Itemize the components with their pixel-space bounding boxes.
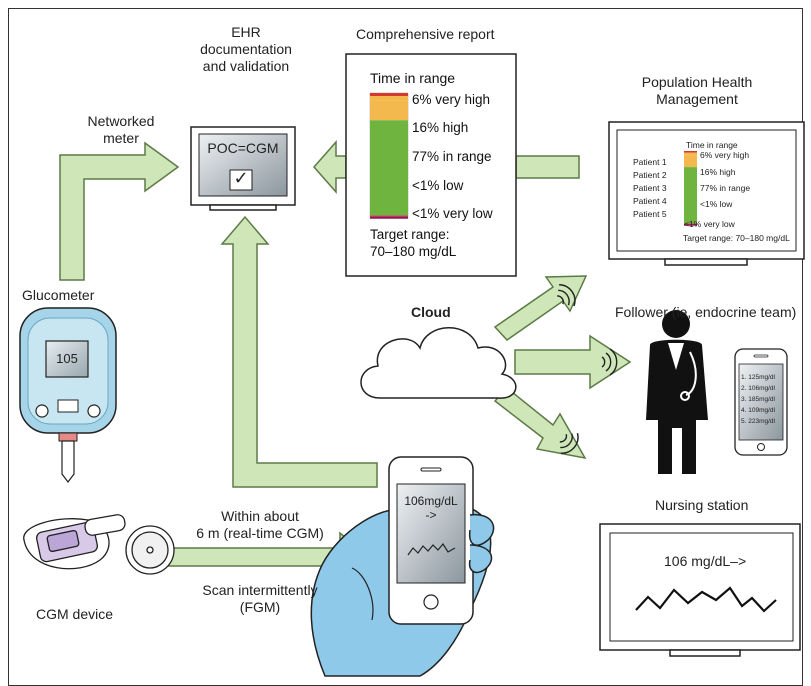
networked-meter-label: Networked meter	[76, 113, 166, 147]
nursing-monitor	[599, 523, 801, 657]
population-bar-segment	[684, 224, 697, 226]
nursing-station-label: Nursing station	[655, 497, 749, 513]
networked-meter-line1: Networked	[87, 113, 155, 129]
ehr-screen-text: POC=CGM	[207, 140, 279, 156]
population-row-label: 16% high	[700, 167, 736, 177]
population-bar-segment	[684, 151, 697, 156]
networked-meter-line2: meter	[103, 129, 139, 146]
wifi-icon	[557, 284, 576, 307]
wifi-icon	[559, 433, 579, 454]
population-patient-label: Patient 5	[633, 209, 667, 219]
scan-line1: Scan intermittently	[202, 582, 318, 598]
cloud-label: Cloud	[411, 304, 451, 320]
population-patient-label: Patient 4	[633, 196, 667, 206]
report-row-label: <1% very low	[412, 206, 493, 221]
follower-list-item: 2. 106mg/dl	[741, 385, 775, 392]
follower-list-item: 5. 223mg/dl	[741, 418, 775, 425]
arrow-cloud-to-nursing	[493, 386, 587, 460]
arrow-phone-to-ehr	[220, 215, 378, 488]
follower-phone-list: 1. 125mg/dl 2. 106mg/dl 3. 185mg/dl 4. 109m…	[741, 372, 775, 427]
cgm-device-icon	[23, 514, 175, 575]
nursing-glucose-trace	[635, 586, 777, 613]
report-bar-veryhigh-stripe	[370, 93, 408, 96]
follower-label: Follower (ie, endocrine team)	[615, 304, 797, 320]
scan-label: Scan intermittently (FGM)	[185, 582, 335, 616]
report-row-label: 16% high	[412, 120, 469, 135]
population-row-label: 6% very high	[700, 150, 750, 160]
ehr-label: EHR documentation and validation	[196, 24, 296, 74]
report-card	[345, 53, 517, 277]
population-row-label: <1% low	[700, 199, 733, 209]
population-line2: Management	[656, 90, 738, 107]
ehr-label-line3: and validation	[202, 57, 290, 74]
phone-trend-arrow: ->	[425, 508, 437, 522]
ehr-label-line2: documentation	[200, 40, 292, 57]
report-bar-segment	[370, 216, 408, 219]
ehr-monitor	[190, 126, 296, 211]
phone-reading: 106mg/dL	[404, 494, 458, 508]
arrow-cloud-to-follower	[514, 334, 632, 390]
follower-list-item: 4. 109mg/dl	[741, 407, 775, 414]
report-title: Time in range	[370, 70, 456, 86]
cgm-device-label: CGM device	[36, 606, 114, 622]
check-icon: ✓	[233, 168, 249, 188]
population-stacked-bar	[684, 151, 697, 226]
population-target: Target range: 70–180 mg/dL	[683, 233, 790, 243]
report-bar-segment	[370, 93, 408, 101]
population-line1: Population Health	[641, 74, 753, 90]
report-target-line1: Target range:	[370, 227, 450, 242]
glucometer-icon	[19, 307, 117, 483]
population-bar-veryhigh-stripe	[684, 151, 697, 153]
connector-population-to-report	[515, 155, 580, 179]
population-patient-label: Patient 3	[633, 183, 667, 193]
report-bar-segment	[370, 120, 408, 216]
population-bar-segment	[684, 167, 697, 224]
report-target-line2: 70–180 mg/dL	[370, 244, 457, 259]
population-health-label: Population Health Management	[612, 74, 782, 108]
population-bar-segment	[684, 155, 697, 168]
population-monitor	[608, 121, 805, 266]
comprehensive-report-label: Comprehensive report	[356, 26, 495, 42]
hand-with-phone	[310, 456, 495, 677]
glucometer-label: Glucometer	[22, 287, 95, 303]
follower-phone	[734, 348, 788, 456]
scan-line2: (FGM)	[239, 598, 281, 615]
cloud-icon	[360, 327, 517, 399]
population-row-label: 77% in range	[700, 183, 751, 193]
within-label: Within about 6 m (real-time CGM)	[185, 508, 335, 542]
arrow-cloud-to-population	[493, 275, 588, 341]
nursing-reading: 106 mg/dL–>	[664, 553, 747, 569]
population-report-title: Time in range	[686, 140, 738, 150]
follower-list-item: 1. 125mg/dl	[741, 374, 775, 381]
within-line1: Within about	[221, 508, 299, 524]
phone-glucose-trace	[407, 542, 456, 556]
report-bar-segment	[370, 100, 408, 121]
ehr-label-line1: EHR	[231, 24, 261, 40]
population-patient-label: Patient 1	[633, 157, 667, 167]
population-row-label: <1% very low	[684, 219, 735, 229]
report-row-label: 77% in range	[412, 149, 492, 164]
within-line2: 6 m (real-time CGM)	[196, 524, 324, 541]
doctor-icon	[646, 310, 708, 474]
report-bar-segment	[370, 215, 408, 218]
wifi-icon	[601, 348, 618, 376]
report-row-label: 6% very high	[412, 92, 491, 107]
population-patient-label: Patient 2	[633, 170, 667, 180]
glucometer-reading: 105	[56, 351, 78, 366]
report-stacked-bar	[370, 93, 408, 219]
report-row-label: <1% low	[412, 178, 464, 193]
follower-list-item: 3. 185mg/dl	[741, 396, 775, 403]
arrow-glucometer-to-ehr	[59, 141, 180, 281]
arrow-report-to-ehr	[313, 140, 347, 194]
